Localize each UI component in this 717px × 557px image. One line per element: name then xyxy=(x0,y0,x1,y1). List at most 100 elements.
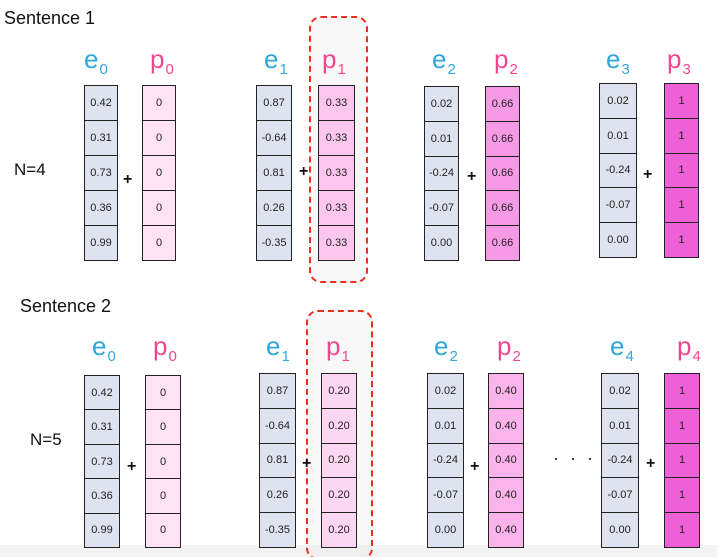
s2-pos-0-position-vector-cell: 0 xyxy=(146,410,180,445)
s2-pos-2-embedding-vector-cell: 0.02 xyxy=(428,374,463,409)
s2-pos-1-embedding-label-letter: e xyxy=(266,331,281,361)
s2-pos-0-embedding-vector-cell: 0.99 xyxy=(85,513,119,548)
s2-pos-2-position-vector-cell: 0.40 xyxy=(489,478,523,514)
s1-pos-1-embedding-vector-cell: -0.64 xyxy=(257,121,291,156)
s1-pos-2-embedding-vector-cell: 0.00 xyxy=(425,226,458,260)
s2-pos-1-embedding-vector-cell: 0.26 xyxy=(260,478,295,514)
s2-pos-4-position-vector-cell: 1 xyxy=(665,408,699,444)
s2-pos-2-position-vector-cell: 0.40 xyxy=(489,443,523,479)
s1-pos-3-position-vector-cell: 1 xyxy=(665,153,698,189)
s1-pos-2-embedding-vector-cell: -0.07 xyxy=(425,191,458,227)
s1-pos-2-embedding-label: e2 xyxy=(432,46,456,77)
s2-pos-2-embedding-label: e2 xyxy=(434,333,458,364)
s1-pos-1-position-label-subscript: 1 xyxy=(337,61,346,78)
s2-pos-1-embedding-vector-cell: 0.81 xyxy=(260,443,295,479)
s2-pos-4-position-label: p4 xyxy=(677,333,701,364)
s1-pos-2-position-vector-cell: 0.66 xyxy=(486,87,519,122)
s2-pos-4-embedding-label-letter: e xyxy=(610,331,625,361)
s1-pos-1-embedding-vector-cell: 0.26 xyxy=(257,191,291,226)
s2-pos-1-embedding-label-subscript: 1 xyxy=(281,348,290,365)
s2-pos-2-embedding-vector-cell: -0.24 xyxy=(428,443,463,479)
sentence-2-title: Sentence 2 xyxy=(20,296,112,316)
s1-pos-0-embedding-vector-cell: 0.42 xyxy=(85,86,117,121)
s2-pos-2-position-label-letter: p xyxy=(497,331,512,361)
s1-pos-3-embedding-vector-cell: 0.00 xyxy=(600,223,636,257)
s1-pos-0-position-vector-cell: 0 xyxy=(143,191,175,226)
s2-pos-1-embedding-vector-cell: -0.35 xyxy=(260,513,295,547)
s1-pos-3-position-label-subscript: 3 xyxy=(682,61,691,78)
s1-pos-2-position-vector-cell: 0.66 xyxy=(486,191,519,227)
s2-pos-0-embedding-vector-cell: 0.36 xyxy=(85,479,119,514)
s1-pos-3-embedding-vector-cell: -0.24 xyxy=(600,153,636,189)
s1-pos-1-plus-sign: + xyxy=(299,163,309,180)
s2-pos-1-embedding-label: e1 xyxy=(266,333,290,364)
s1-pos-1-position-label-letter: p xyxy=(322,44,337,74)
s2-pos-4-embedding-vector-cell: 0.02 xyxy=(602,374,638,409)
s2-pos-0-embedding-label-subscript: 0 xyxy=(107,348,116,365)
s2-pos-2-plus-sign: + xyxy=(470,458,480,475)
s2-pos-2-embedding-vector-cell: -0.07 xyxy=(428,478,463,514)
s2-pos-1-position-vector-cell: 0.20 xyxy=(322,513,356,547)
s1-pos-0-embedding-vector-cell: 0.99 xyxy=(85,226,117,260)
s2-pos-0-embedding-label: e0 xyxy=(92,333,116,364)
s2-pos-1-embedding-vector-cell: 0.87 xyxy=(260,374,295,409)
s1-pos-1-position-vector-cell: 0.33 xyxy=(319,191,354,226)
s2-pos-0-position-vector-cell: 0 xyxy=(146,479,180,514)
s1-pos-1-embedding-vector-cell: 0.87 xyxy=(257,86,291,121)
s2-pos-2-position-label-subscript: 2 xyxy=(512,348,521,365)
s2-pos-0-position-label: p0 xyxy=(153,333,177,364)
s1-pos-0-position-label-letter: p xyxy=(150,44,165,74)
s2-pos-2-position-vector-cell: 0.40 xyxy=(489,513,523,547)
s1-pos-1-position-label: p1 xyxy=(322,46,346,77)
s1-pos-1-embedding-vector-cell: -0.35 xyxy=(257,226,291,260)
s1-pos-0-position-vector-cell: 0 xyxy=(143,156,175,191)
s1-pos-0-position-label: p0 xyxy=(150,46,174,77)
s2-pos-0-embedding-vector-cell: 0.42 xyxy=(85,376,119,411)
s1-pos-3-position-vector-cell: 1 xyxy=(665,84,698,119)
s1-pos-1-position-vector-cell: 0.33 xyxy=(319,86,354,121)
s1-pos-0-position-vector-cell: 0 xyxy=(143,226,175,260)
s1-pos-1-embedding-label-subscript: 1 xyxy=(279,61,288,78)
s2-pos-1-position-vector-cell: 0.20 xyxy=(322,408,356,444)
s2-pos-2-embedding-vector-cell: 0.00 xyxy=(428,513,463,547)
s1-pos-2-position-label-subscript: 2 xyxy=(509,61,518,78)
s1-pos-0-embedding-vector-cell: 0.31 xyxy=(85,121,117,156)
s1-pos-3-position-vector-cell: 1 xyxy=(665,223,698,257)
s2-pos-0-position-label-letter: p xyxy=(153,331,168,361)
s1-pos-3-embedding-vector-cell: 0.02 xyxy=(600,84,636,119)
s1-pos-2-embedding-vector-cell: 0.02 xyxy=(425,87,458,122)
s2-pos-1-position-label-subscript: 1 xyxy=(341,348,350,365)
s1-pos-3-embedding-label: e3 xyxy=(606,46,630,77)
s1-pos-0-plus-sign: + xyxy=(123,171,133,188)
s1-pos-3-position-vector-cell: 1 xyxy=(665,118,698,154)
s1-pos-3-position-vector-cell: 1 xyxy=(665,188,698,224)
s2-pos-2-embedding-vector-cell: 0.01 xyxy=(428,408,463,444)
s1-pos-0-embedding-vector-cell: 0.73 xyxy=(85,156,117,191)
s2-pos-2-position-vector-cell: 0.40 xyxy=(489,408,523,444)
sentence-1-title: Sentence 1 xyxy=(4,8,96,28)
s1-pos-0-embedding-label-subscript: 0 xyxy=(99,61,108,78)
s1-pos-2-position-vector-cell: 0.66 xyxy=(486,226,519,260)
s1-pos-3-plus-sign: + xyxy=(643,166,653,183)
s2-pos-4-position-vector-cell: 1 xyxy=(665,443,699,479)
s1-pos-0-position-vector-cell: 0 xyxy=(143,121,175,156)
s2-pos-4-position-label-subscript: 4 xyxy=(692,348,701,365)
s1-pos-1-position-vector-cell: 0.33 xyxy=(319,226,354,260)
s2-pos-1-embedding-vector-cell: -0.64 xyxy=(260,408,295,444)
s1-pos-3-embedding-vector-cell: -0.07 xyxy=(600,188,636,224)
s2-pos-0-plus-sign: + xyxy=(127,458,137,475)
s2-pos-4-embedding-label-subscript: 4 xyxy=(625,348,634,365)
s2-pos-0-position-vector-cell: 0 xyxy=(146,444,180,480)
s2-pos-1-position-vector-cell: 0.20 xyxy=(322,478,356,514)
